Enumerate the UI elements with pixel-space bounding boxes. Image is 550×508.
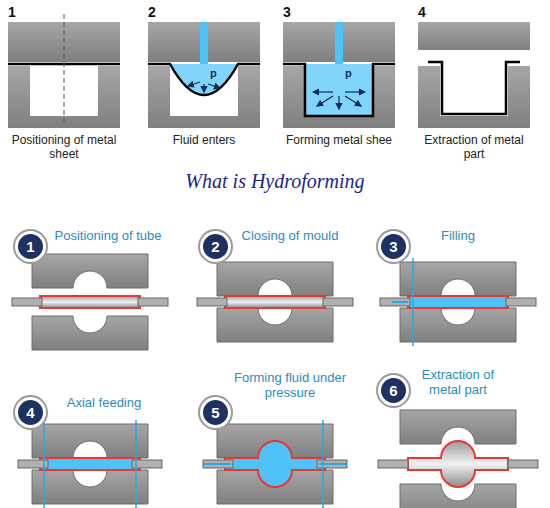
step-number: 3 bbox=[283, 4, 291, 20]
step-number: 1 bbox=[8, 4, 16, 20]
tube-step-2 bbox=[197, 262, 353, 342]
step-caption: Extraction of metal part bbox=[406, 368, 510, 398]
step-caption: Fluid enters bbox=[145, 134, 263, 148]
step-caption: Axial feeding bbox=[34, 396, 174, 411]
callout-number: 3 bbox=[389, 238, 397, 255]
callout-number: 5 bbox=[211, 404, 219, 421]
step-number: 4 bbox=[418, 4, 426, 20]
step-caption: Closing of mould bbox=[215, 229, 365, 244]
callout-number: 2 bbox=[211, 238, 219, 255]
sheet-step-4 bbox=[418, 22, 530, 128]
diagram-title: What is Hydroforming bbox=[0, 170, 550, 193]
tube-step-4 bbox=[18, 420, 162, 508]
sheet-step-3 bbox=[283, 22, 395, 128]
step-circle: 2 bbox=[200, 231, 231, 262]
callout-number: 6 bbox=[389, 382, 397, 399]
step-caption: Positioning of tube bbox=[33, 229, 183, 244]
pressure-label: p bbox=[345, 67, 352, 80]
tube-step-5 bbox=[203, 420, 347, 508]
step-circle: 3 bbox=[378, 231, 409, 262]
pressure-label: p bbox=[210, 67, 217, 80]
step-caption: Forming fluid under pressure bbox=[234, 371, 346, 401]
tube-step-6 bbox=[378, 410, 538, 508]
step-circle: 1 bbox=[15, 231, 46, 262]
tube-step-3 bbox=[380, 258, 536, 346]
sheet-step-2 bbox=[148, 22, 260, 128]
step-caption: Filling bbox=[398, 229, 518, 244]
step-caption: Positioning of metal sheet bbox=[5, 134, 123, 162]
step-caption: Forming metal shee bbox=[280, 134, 398, 148]
callout-number: 1 bbox=[26, 238, 34, 255]
callout-number: 4 bbox=[26, 404, 34, 421]
step-circle: 6 bbox=[378, 375, 409, 406]
tube-step-1 bbox=[12, 254, 168, 350]
step-caption: Extraction of metal part bbox=[415, 134, 533, 162]
step-number: 2 bbox=[148, 4, 156, 20]
step-circle: 5 bbox=[200, 397, 231, 428]
sheet-step-1 bbox=[8, 14, 120, 128]
step-circle: 4 bbox=[15, 397, 46, 428]
